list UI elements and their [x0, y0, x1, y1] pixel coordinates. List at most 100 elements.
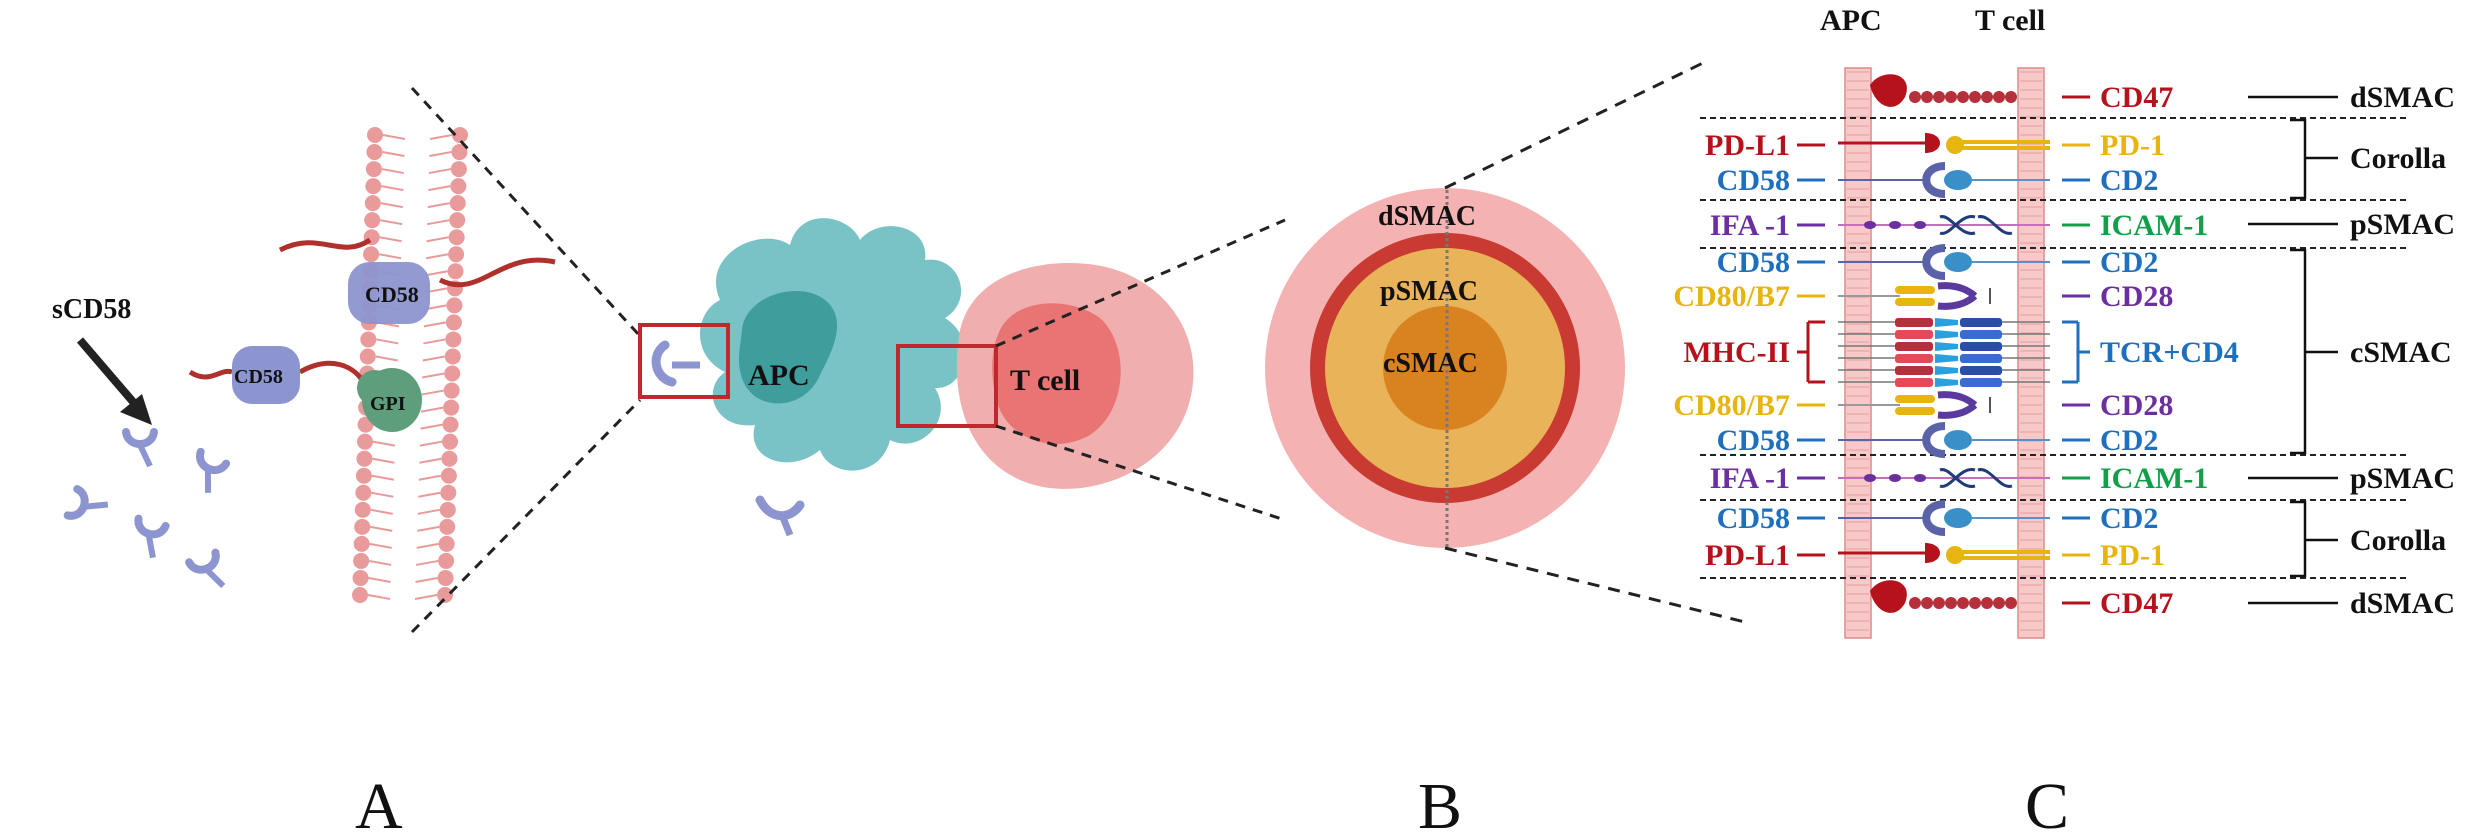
- row-right-label: PD-1: [2100, 539, 2165, 572]
- zone-label: Corolla: [2350, 142, 2446, 175]
- lipid-tail: [371, 491, 394, 498]
- lipid-head: [450, 161, 467, 178]
- lipid-head: [446, 297, 463, 314]
- lipid-tail: [422, 372, 445, 379]
- apc-label: APC: [748, 359, 810, 392]
- lipid-head: [440, 484, 457, 501]
- lipid-tail: [427, 202, 450, 209]
- lipid-tail: [376, 338, 399, 345]
- soluble-cd58-molecule: [196, 447, 231, 493]
- lipid-tail: [427, 219, 450, 226]
- row-left-label: PD-L1: [1705, 129, 1790, 162]
- zone-entry: cSMAC: [2290, 248, 2452, 455]
- lipid-head: [444, 348, 461, 365]
- lipid-tail: [372, 457, 395, 464]
- row-left-label: MHC-II: [1683, 336, 1790, 369]
- lipid-head: [352, 587, 368, 603]
- cd58-head: [1922, 500, 1946, 536]
- panel-b-letter: B: [1418, 770, 1462, 840]
- cd47-bead: [1957, 597, 1969, 609]
- molecule-row: CD47: [1870, 580, 2173, 620]
- lipid-head: [354, 501, 371, 518]
- lfa1-domain: [1977, 215, 2013, 235]
- cd47-bead: [2005, 91, 2017, 103]
- lipid-tail: [369, 542, 392, 549]
- row-left-label: IFA -1: [1710, 209, 1790, 242]
- tcr-domain: [1935, 354, 1958, 363]
- lipid-tail: [416, 542, 439, 549]
- row-right-label: CD2: [2100, 164, 2158, 197]
- pdl1-head: [1925, 543, 1940, 563]
- apc-receptor: [755, 495, 805, 521]
- tcr-domain: [1935, 342, 1958, 351]
- lipid-tail: [428, 185, 451, 192]
- lipid-head: [437, 569, 454, 586]
- zone-entry: Corolla: [2290, 500, 2446, 578]
- row-right-label: CD28: [2100, 280, 2173, 313]
- cd4-domain: [1960, 378, 2002, 387]
- lipid-tail: [370, 525, 393, 532]
- zone-label: Corolla: [2350, 524, 2446, 557]
- lipid-tail: [368, 576, 391, 583]
- cd58-top-label: CD58: [365, 282, 419, 307]
- lipid-tail: [423, 338, 446, 345]
- cd28-domain: [1937, 391, 1978, 408]
- soluble-cd58-stem: [204, 469, 212, 493]
- apc-receptor-stem: [778, 513, 794, 537]
- lipid-head: [447, 263, 464, 280]
- row-right-label: TCR+CD4: [2100, 336, 2239, 369]
- zoom-line-lower-c: [1444, 546, 1746, 624]
- lipid-tail: [375, 355, 398, 362]
- zoom-line-lower-b: [995, 424, 1286, 522]
- header-tcell: T cell: [1975, 4, 2045, 37]
- pd1-head: [1946, 546, 1964, 564]
- lipid-tail: [368, 559, 392, 566]
- row-right-label: CD47: [2100, 81, 2173, 114]
- lipid-head: [445, 314, 462, 331]
- apc-zoom-receptor: [651, 340, 677, 387]
- zoom-line-upper-c: [1444, 60, 1706, 190]
- tcell-zoom-box: [896, 344, 998, 428]
- lipid-tail: [380, 219, 403, 226]
- lipid-tail: [417, 525, 440, 532]
- lipid-head: [353, 552, 370, 569]
- lipid-head: [355, 467, 372, 484]
- tcell-membrane-strip: [2017, 67, 2045, 639]
- lipid-tail: [425, 253, 449, 260]
- lipid-tail: [382, 134, 406, 140]
- soluble-cd58-head: [196, 447, 231, 474]
- icam-domain: [1864, 221, 1876, 229]
- lipid-tail: [415, 559, 439, 566]
- cd47-bead: [1981, 597, 1993, 609]
- zone-entry: dSMAC: [2248, 81, 2455, 114]
- soluble-cd58-stem: [145, 534, 156, 559]
- lipid-head: [366, 144, 383, 161]
- molecule-row: MHC-II TCR+CD4: [1683, 318, 2239, 387]
- lipid-head: [443, 399, 460, 416]
- row-right-label: CD28: [2100, 389, 2173, 422]
- lipid-tail: [418, 491, 441, 498]
- lipid-head: [367, 127, 383, 143]
- cd47-bead: [1969, 597, 1981, 609]
- soluble-cd58-molecule: [122, 428, 158, 468]
- scd58-arrowhead: [120, 394, 152, 425]
- tcr-domain: [1935, 330, 1958, 339]
- icam-domain: [1889, 474, 1901, 482]
- pdl1-head: [1925, 133, 1940, 153]
- cd2-head: [1944, 508, 1972, 528]
- row-right-label: CD2: [2100, 246, 2158, 279]
- lipid-head: [452, 127, 468, 143]
- lipid-tail: [378, 253, 402, 260]
- cd47-bead: [1969, 91, 1981, 103]
- apc-membrane-strip: [1844, 67, 1872, 639]
- lipid-tail: [422, 355, 445, 362]
- csmac-label-b: cSMAC: [1383, 348, 1478, 379]
- lipid-head: [364, 195, 381, 212]
- lipid-head: [365, 178, 382, 195]
